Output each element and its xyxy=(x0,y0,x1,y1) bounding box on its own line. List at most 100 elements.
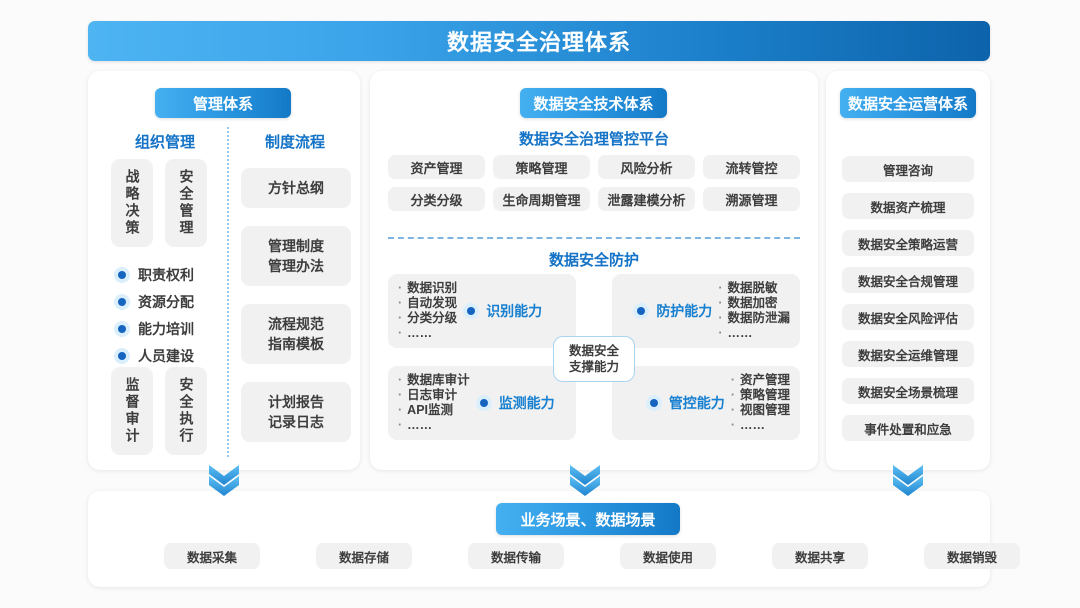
operations-item[interactable]: 数据资产梳理 xyxy=(842,193,974,219)
operations-item[interactable]: 数据安全场景梳理 xyxy=(842,378,974,404)
technology-badge: 数据安全技术体系 xyxy=(520,88,667,118)
list-item: ·数据库审计 xyxy=(398,373,470,387)
bullet-item-responsibility: 职责权利 xyxy=(114,263,229,287)
list-bullet-icon: · xyxy=(718,311,723,325)
scenario-chip[interactable]: 数据存储 xyxy=(316,543,412,569)
list-item: ·…… xyxy=(398,326,433,340)
card-content: 防护能力 ·数据脱敏 ·数据加密 ·数据防泄漏 ·…… xyxy=(612,274,800,348)
vertical-box-security-mgmt: 安全管理 xyxy=(165,159,207,247)
management-badge: 管理体系 xyxy=(155,88,291,118)
bullet-dot-icon xyxy=(475,395,492,411)
process-box-reports: 计划报告 记录日志 xyxy=(241,382,351,442)
vertical-box-supervision-audit: 监督审计 xyxy=(111,367,153,455)
bullet-label: 职责权利 xyxy=(138,267,194,283)
platform-chip[interactable]: 流转管控 xyxy=(703,155,800,179)
platform-chip[interactable]: 分类分级 xyxy=(388,187,485,211)
card-content: 管控能力 ·资产管理 ·策略管理 ·视图管理 ·…… xyxy=(612,366,800,440)
list-item: ·数据防泄漏 xyxy=(718,311,790,325)
platform-chip[interactable]: 生命周期管理 xyxy=(493,187,590,211)
process-box-regulations: 管理制度 管理办法 xyxy=(241,226,351,286)
capability-item-list: ·数据脱敏 ·数据加密 ·数据防泄漏 ·…… xyxy=(718,281,790,341)
capability-card-protection: 防护能力 ·数据脱敏 ·数据加密 ·数据防泄漏 ·…… xyxy=(612,274,800,348)
vertical-box-label: 安全管理 xyxy=(178,169,195,237)
bullet-dot-icon xyxy=(633,303,650,319)
capability-label: 管控能力 xyxy=(645,393,725,413)
bullet-label: 人员建设 xyxy=(138,348,194,364)
capability-card-control: 管控能力 ·资产管理 ·策略管理 ·视图管理 ·…… xyxy=(612,366,800,440)
management-panel: 管理体系 组织管理 制度流程 战略决策 安全管理 监督审计 安全执行 职责权利 … xyxy=(88,71,360,470)
operations-item[interactable]: 数据安全风险评估 xyxy=(842,304,974,330)
operations-item[interactable]: 管理咨询 xyxy=(842,156,974,182)
chevron-down-icon-left xyxy=(207,464,241,496)
list-bullet-icon: · xyxy=(398,403,403,417)
capability-item-list: ·资产管理 ·策略管理 ·视图管理 ·…… xyxy=(731,373,790,433)
vertical-box-strategy: 战略决策 xyxy=(111,159,153,247)
vertical-box-label: 战略决策 xyxy=(124,169,141,237)
platform-chip-grid: 资产管理 策略管理 风险分析 流转管控 分类分级 生命周期管理 泄露建模分析 溯… xyxy=(388,155,800,211)
process-box-line2: 记录日志 xyxy=(268,414,324,430)
process-system-heading: 制度流程 xyxy=(264,134,325,151)
list-item: ·资产管理 xyxy=(730,373,790,387)
operations-item[interactable]: 数据安全合规管理 xyxy=(842,267,974,293)
list-item: ·数据脱敏 xyxy=(718,281,778,295)
scenario-chip[interactable]: 数据传输 xyxy=(468,543,564,569)
scenario-chip[interactable]: 数据销毁 xyxy=(924,543,1020,569)
bullet-item-training: 能力培训 xyxy=(114,317,229,341)
vertical-box-security-execution: 安全执行 xyxy=(165,367,207,455)
process-box-line2: 管理办法 xyxy=(268,258,324,274)
platform-chip[interactable]: 策略管理 xyxy=(493,155,590,179)
bullet-dot-icon xyxy=(114,348,130,364)
bullet-dot-icon xyxy=(463,303,480,319)
list-bullet-icon: · xyxy=(398,326,403,340)
list-item: ·…… xyxy=(730,418,765,432)
list-bullet-icon: · xyxy=(718,326,723,340)
list-bullet-icon: · xyxy=(398,311,403,325)
list-item: ·数据识别 xyxy=(398,281,458,295)
bullet-item-resource: 资源分配 xyxy=(114,290,229,314)
platform-chip[interactable]: 泄露建模分析 xyxy=(598,187,695,211)
chevron-down-icon-center xyxy=(568,464,602,496)
operations-item[interactable]: 事件处置和应急 xyxy=(842,415,974,441)
list-bullet-icon: · xyxy=(730,403,735,417)
page-title: 数据安全治理体系 xyxy=(88,21,990,61)
platform-chip[interactable]: 资产管理 xyxy=(388,155,485,179)
list-bullet-icon: · xyxy=(730,373,735,387)
list-item: ·分类分级 xyxy=(398,311,458,325)
process-box-policy: 方针总纲 xyxy=(241,168,351,208)
scenario-chip[interactable]: 数据使用 xyxy=(620,543,716,569)
process-box-line1: 计划报告 xyxy=(268,394,324,410)
list-bullet-icon: · xyxy=(730,418,735,432)
list-bullet-icon: · xyxy=(398,281,403,295)
operations-item[interactable]: 数据安全运维管理 xyxy=(842,341,974,367)
column-divider xyxy=(227,127,229,457)
bullet-label: 资源分配 xyxy=(138,294,194,310)
platform-chip[interactable]: 溯源管理 xyxy=(703,187,800,211)
list-bullet-icon: · xyxy=(398,388,403,402)
bullet-label: 能力培训 xyxy=(138,321,194,337)
capability-label: 监测能力 xyxy=(475,393,555,413)
list-bullet-icon: · xyxy=(398,373,403,387)
bullet-dot-icon xyxy=(114,267,130,283)
list-item: ·策略管理 xyxy=(730,388,790,402)
process-box-line1: 方针总纲 xyxy=(268,180,324,196)
list-item: ·日志审计 xyxy=(398,388,458,402)
list-bullet-icon: · xyxy=(718,296,723,310)
list-item: ·视图管理 xyxy=(730,403,790,417)
list-item: ·自动发现 xyxy=(398,296,458,310)
technology-panel: 数据安全技术体系 数据安全治理管控平台 资产管理 策略管理 风险分析 流转管控 … xyxy=(370,71,818,470)
capability-item-list: ·数据库审计 ·日志审计 ·API监测 ·…… xyxy=(398,373,470,433)
card-content: ·数据识别 ·自动发现 ·分类分级 ·…… 识别能力 xyxy=(388,274,576,348)
support-capability-card: 数据安全 支撑能力 xyxy=(553,336,635,382)
platform-chip[interactable]: 风险分析 xyxy=(598,155,695,179)
capability-label: 识别能力 xyxy=(463,301,542,321)
scenario-chip[interactable]: 数据采集 xyxy=(164,543,260,569)
scenario-chip[interactable]: 数据共享 xyxy=(772,543,868,569)
operations-item[interactable]: 数据安全策略运营 xyxy=(842,230,974,256)
list-item: ·API监测 xyxy=(398,403,454,417)
capability-item-list: ·数据识别 ·自动发现 ·分类分级 ·…… xyxy=(398,281,457,341)
list-bullet-icon: · xyxy=(398,418,403,432)
list-bullet-icon: · xyxy=(398,296,403,310)
bullet-dot-icon xyxy=(645,395,662,411)
operations-panel: 数据安全运营体系 管理咨询 数据资产梳理 数据安全策略运营 数据安全合规管理 数… xyxy=(826,71,990,470)
